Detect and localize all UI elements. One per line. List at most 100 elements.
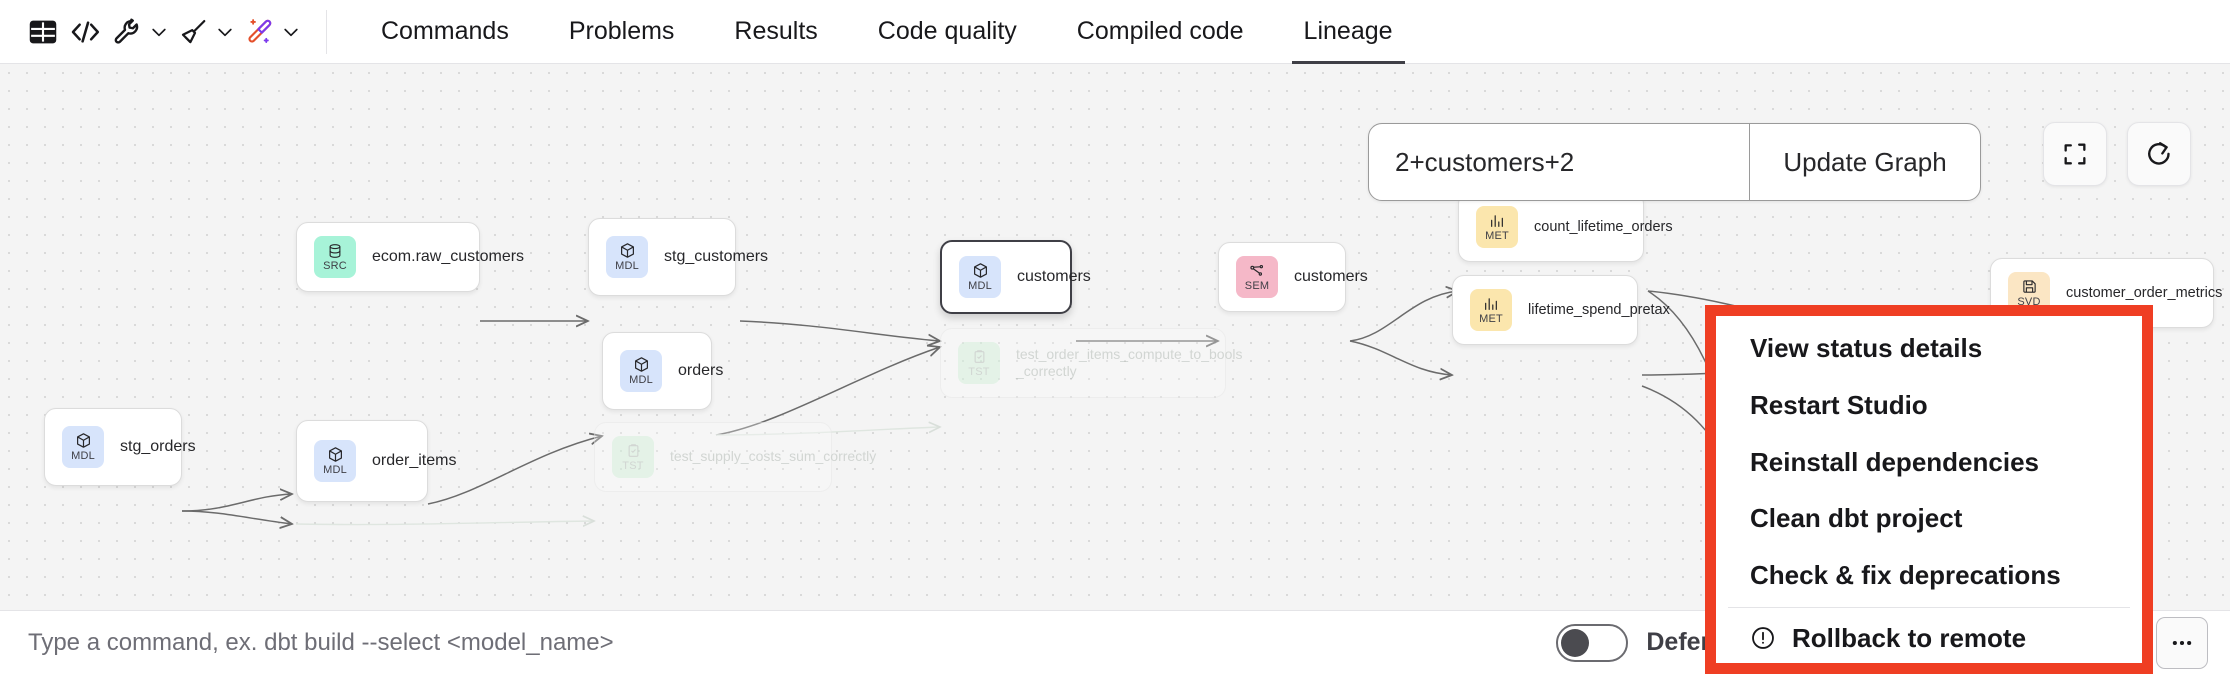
node-label: test_supply_costs_sum_correctly xyxy=(670,448,877,465)
lineage-node-lifetime-spend-pretax[interactable]: MET lifetime_spend_pretax xyxy=(1452,275,1670,345)
node-type-label: SRC xyxy=(323,260,347,272)
node-type-label: SEM xyxy=(1244,280,1270,292)
node-type-label: MDL xyxy=(71,450,95,462)
cube-icon xyxy=(327,446,344,463)
warning-circle-icon xyxy=(1750,625,1776,651)
menu-item-rollback-to-remote[interactable]: Rollback to remote xyxy=(1716,613,2142,663)
node-type-badge-mdl: MDL xyxy=(314,440,356,482)
node-label: order_items xyxy=(372,452,457,469)
cube-icon xyxy=(619,242,636,259)
semantic-graph-icon xyxy=(1249,262,1265,279)
node-label: stg_orders xyxy=(120,438,196,455)
chevron-down-icon-magic[interactable] xyxy=(278,15,304,49)
menu-item-label: Reinstall dependencies xyxy=(1750,446,2039,477)
menu-item-label: View status details xyxy=(1750,333,1983,364)
node-type-label: SVD xyxy=(2017,296,2041,308)
menu-item-check-fix-deprecations[interactable]: Check & fix deprecations xyxy=(1716,551,2142,601)
lineage-node-stg-orders[interactable]: MDL stg_orders xyxy=(44,408,196,486)
menu-spacer xyxy=(1716,374,2142,381)
tab-problems[interactable]: Problems xyxy=(539,0,705,64)
node-type-label: MET xyxy=(1485,230,1509,242)
chevron-down-icon-broom[interactable] xyxy=(212,15,238,49)
tab-compiled-code[interactable]: Compiled code xyxy=(1047,0,1274,64)
refresh-graph-button[interactable] xyxy=(2127,122,2191,186)
search-divider xyxy=(1749,124,1750,200)
more-options-button[interactable] xyxy=(2156,617,2208,669)
menu-item-view-status-details[interactable]: View status details xyxy=(1716,324,2142,374)
node-type-badge-src: SRC xyxy=(314,236,356,278)
tab-lineage[interactable]: Lineage xyxy=(1274,0,1423,64)
node-type-label: MDL xyxy=(323,464,347,476)
tab-label: Problems xyxy=(568,17,675,45)
tab-label: Commands xyxy=(381,17,509,45)
toggle-knob xyxy=(1561,628,1590,657)
tab-commands[interactable]: Commands xyxy=(351,0,539,64)
node-label: test_order_items_compute_to_bools _corre… xyxy=(1016,345,1243,380)
lineage-node-ecom-raw-customers[interactable]: SRC ecom.raw_customers xyxy=(296,222,524,292)
toolbar-divider xyxy=(326,9,327,54)
defer-toggle[interactable] xyxy=(1556,623,1629,662)
menu-item-reinstall-dependencies[interactable]: Reinstall dependencies xyxy=(1716,437,2142,487)
code-icon[interactable] xyxy=(64,11,106,53)
tab-label: Code quality xyxy=(877,17,1017,45)
lineage-node-order-items[interactable]: MDL order_items xyxy=(296,420,456,502)
menu-item-restart-studio[interactable]: Restart Studio xyxy=(1716,381,2142,431)
node-label: stg_customers xyxy=(664,248,769,265)
chevron-down-icon-wrench[interactable] xyxy=(146,15,172,49)
tab-label: Results xyxy=(734,17,818,45)
lineage-node-test-supply-costs[interactable]: TST test_supply_costs_sum_correctly xyxy=(594,422,876,492)
menu-item-label: Restart Studio xyxy=(1750,390,1928,421)
lineage-node-customers-semantic[interactable]: SEM customers xyxy=(1218,242,1368,312)
table-icon[interactable] xyxy=(22,11,64,53)
cube-icon xyxy=(972,262,989,279)
menu-item-label: Check & fix deprecations xyxy=(1750,560,2061,591)
node-type-badge-mdl: MDL xyxy=(959,256,1001,298)
node-type-badge-met: MET xyxy=(1470,289,1512,331)
magic-wand-icon[interactable] xyxy=(238,11,280,53)
node-type-badge-tst: TST xyxy=(958,342,1000,384)
node-label: lifetime_spend_pretax xyxy=(1528,301,1670,318)
menu-item-label: Rollback to remote xyxy=(1792,622,2027,653)
command-input[interactable]: Type a command, ex. dbt build --select <… xyxy=(28,628,614,656)
broom-icon[interactable] xyxy=(172,11,214,53)
menu-spacer xyxy=(1716,544,2142,551)
graph-search-input[interactable]: 2+customers+2 xyxy=(1395,146,1575,177)
node-type-label: MDL xyxy=(968,280,992,292)
tab-bar: Commands Problems Results Code quality C… xyxy=(351,0,1423,64)
cube-icon xyxy=(75,432,92,449)
node-label: customer_order_metrics xyxy=(2066,284,2223,301)
fullscreen-button[interactable] xyxy=(2043,122,2107,186)
lineage-node-count-lifetime-orders[interactable]: MET count_lifetime_orders xyxy=(1458,192,1673,262)
node-type-badge-mdl: MDL xyxy=(606,236,648,278)
menu-item-label: Clean dbt project xyxy=(1750,503,1963,534)
cube-icon xyxy=(633,356,650,373)
node-type-badge-mdl: MDL xyxy=(620,350,662,392)
tab-code-quality[interactable]: Code quality xyxy=(848,0,1047,64)
node-type-badge-tst: TST xyxy=(612,436,654,478)
database-icon xyxy=(327,242,343,259)
save-disk-icon xyxy=(2022,278,2037,295)
node-type-label: TST xyxy=(622,460,644,472)
clipboard-check-icon xyxy=(626,442,641,459)
toolbar-icon-group xyxy=(0,0,331,64)
context-menu-highlight: View status details Restart Studio Reins… xyxy=(1705,305,2153,674)
node-label: count_lifetime_orders xyxy=(1534,218,1673,235)
node-type-badge-mdl: MDL xyxy=(62,426,104,468)
bar-chart-icon xyxy=(1489,212,1505,229)
bar-chart-icon xyxy=(1483,295,1499,312)
update-graph-button[interactable]: Update Graph xyxy=(1783,146,1947,177)
tab-results[interactable]: Results xyxy=(704,0,847,64)
menu-item-clean-dbt-project[interactable]: Clean dbt project xyxy=(1716,494,2142,544)
tab-label: Lineage xyxy=(1303,17,1393,45)
lineage-node-orders[interactable]: MDL orders xyxy=(602,332,723,410)
clipboard-check-icon xyxy=(972,348,987,365)
node-type-label: TST xyxy=(968,366,990,378)
top-toolbar: Commands Problems Results Code quality C… xyxy=(0,0,2230,64)
lineage-node-stg-customers[interactable]: MDL stg_customers xyxy=(588,218,768,296)
node-label: customers xyxy=(1294,268,1368,285)
lineage-node-test-order-items[interactable]: TST test_order_items_compute_to_bools _c… xyxy=(940,328,1242,398)
wrench-icon[interactable] xyxy=(106,11,148,53)
tab-label: Compiled code xyxy=(1076,17,1244,45)
lineage-node-customers-model[interactable]: MDL customers xyxy=(940,240,1091,314)
studio-actions-menu: View status details Restart Studio Reins… xyxy=(1716,316,2142,663)
